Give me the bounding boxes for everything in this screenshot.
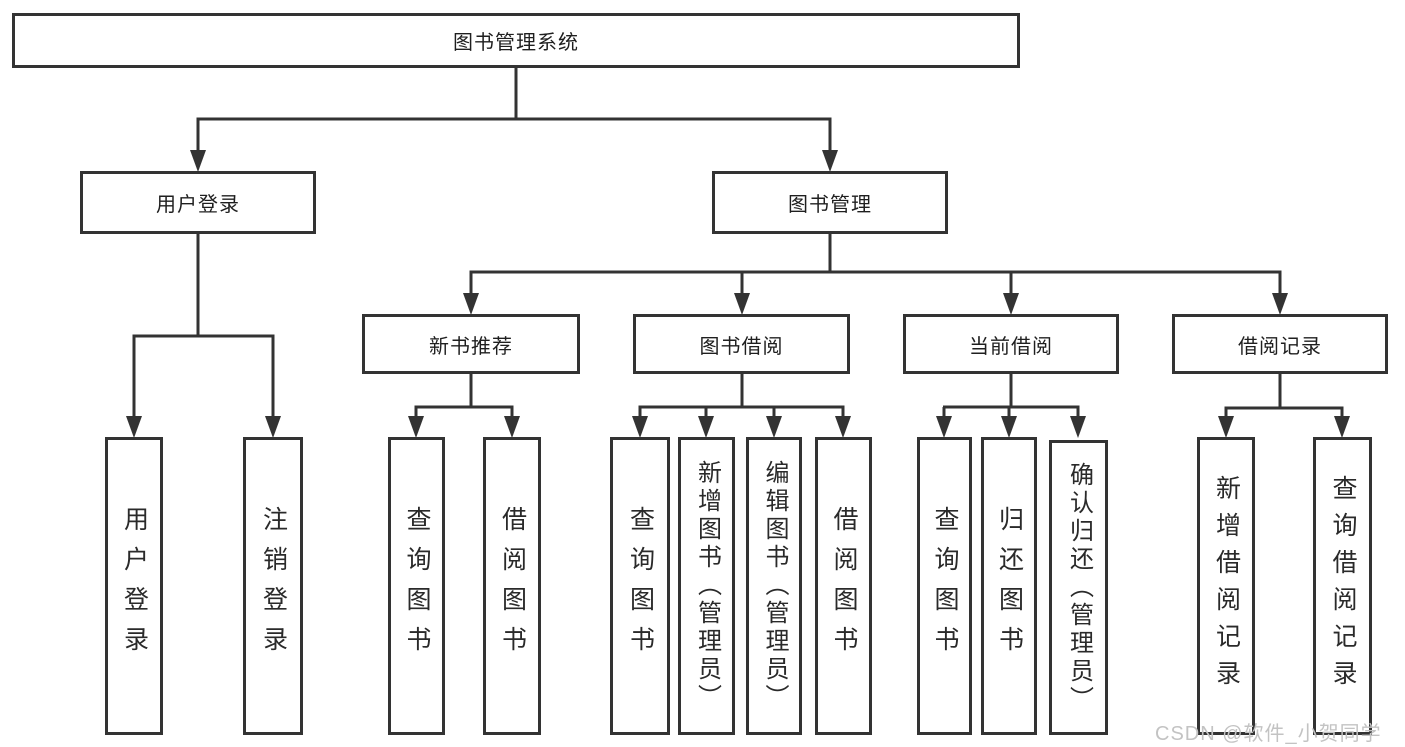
node-leaf-user-login: 用户登录 (105, 437, 163, 735)
node-book-borrow: 图书借阅 (633, 314, 850, 374)
node-leaf-borrow-book-1: 借阅图书 (483, 437, 541, 735)
node-label: 用户登录 (156, 194, 240, 216)
node-user-login: 用户登录 (80, 171, 316, 234)
node-label: 当前借阅 (969, 335, 1053, 358)
csdn-watermark: CSDN @软件_小贺同学 (1155, 723, 1382, 745)
node-leaf-logout: 注销登录 (243, 437, 303, 735)
node-borrow-record: 借阅记录 (1172, 314, 1388, 374)
node-label: 新书推荐 (429, 335, 513, 358)
node-label: 图书管理 (788, 194, 872, 216)
node-label: 图书借阅 (699, 335, 784, 358)
node-label: 新增借阅记录 (1212, 475, 1241, 697)
node-label: 借阅图书 (830, 506, 858, 666)
node-leaf-return-book: 归还图书 (981, 437, 1037, 735)
node-leaf-add-borrow-record: 新增借阅记录 (1197, 437, 1255, 735)
node-new-book-recommend: 新书推荐 (362, 314, 580, 374)
connector-borrow-record-branch (1218, 374, 1350, 438)
connector-root-to-level2 (190, 68, 838, 172)
connector-current-borrow-branch (936, 374, 1086, 438)
node-label: 查询图书 (931, 506, 959, 666)
node-leaf-query-book-1: 查询图书 (388, 437, 445, 735)
node-label: 用户登录 (120, 506, 149, 666)
connector-new-book-branch (408, 374, 520, 438)
node-library-management-system: 图书管理系统 (12, 13, 1020, 68)
node-label: 新增图书（管理员） (693, 460, 721, 712)
node-label: 图书管理系统 (453, 32, 579, 54)
node-leaf-confirm-return-admin: 确认归还（管理员） (1049, 440, 1108, 735)
node-leaf-query-book-3: 查询图书 (917, 437, 972, 735)
node-label: 注销登录 (259, 506, 288, 666)
node-label: 确认归还（管理员） (1065, 461, 1093, 714)
node-current-borrow: 当前借阅 (903, 314, 1119, 374)
connector-book-management-branch (463, 234, 1288, 315)
node-label: 借阅记录 (1238, 335, 1322, 358)
node-label: 编辑图书（管理员） (761, 460, 788, 712)
node-leaf-borrow-book-2: 借阅图书 (815, 437, 872, 735)
node-leaf-edit-book-admin: 编辑图书（管理员） (746, 437, 802, 735)
node-book-management: 图书管理 (712, 171, 948, 234)
connector-user-login-branch (126, 234, 281, 438)
node-leaf-query-borrow-record: 查询借阅记录 (1313, 437, 1372, 735)
node-leaf-add-book-admin: 新增图书（管理员） (678, 437, 735, 735)
node-label: 查询借阅记录 (1329, 475, 1357, 697)
node-leaf-query-book-2: 查询图书 (610, 437, 670, 735)
connector-book-borrow-branch (632, 374, 851, 438)
node-label: 查询图书 (403, 506, 431, 666)
node-label: 查询图书 (626, 506, 655, 666)
node-label: 归还图书 (995, 506, 1024, 666)
node-label: 借阅图书 (498, 506, 527, 666)
